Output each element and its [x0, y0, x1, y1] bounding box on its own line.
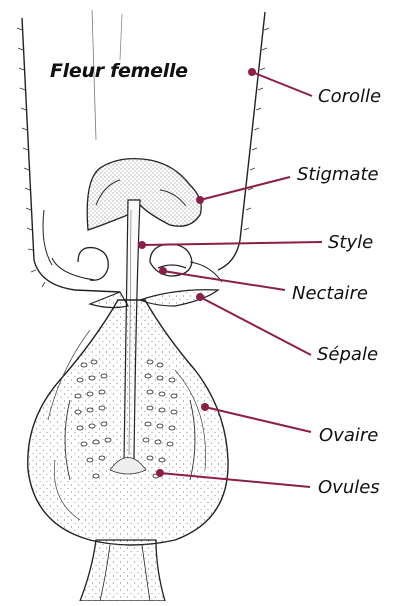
label-ovaire: Ovaire [319, 425, 378, 446]
diagram-title: Fleur femelle [50, 60, 188, 82]
leader-sepale [200, 297, 311, 355]
ovary [28, 300, 228, 545]
leader-nectaire [163, 271, 285, 290]
label-sepale: Sépale [317, 344, 378, 365]
label-nectaire: Nectaire [292, 283, 368, 304]
label-stigmate: Stigmate [297, 164, 379, 185]
stigma [87, 159, 201, 230]
pedicel [80, 540, 165, 601]
corolla [22, 10, 265, 292]
label-style: Style [328, 232, 373, 253]
leader-corolle [252, 72, 312, 96]
label-ovules: Ovules [318, 477, 380, 498]
label-corolle: Corolle [318, 86, 381, 107]
